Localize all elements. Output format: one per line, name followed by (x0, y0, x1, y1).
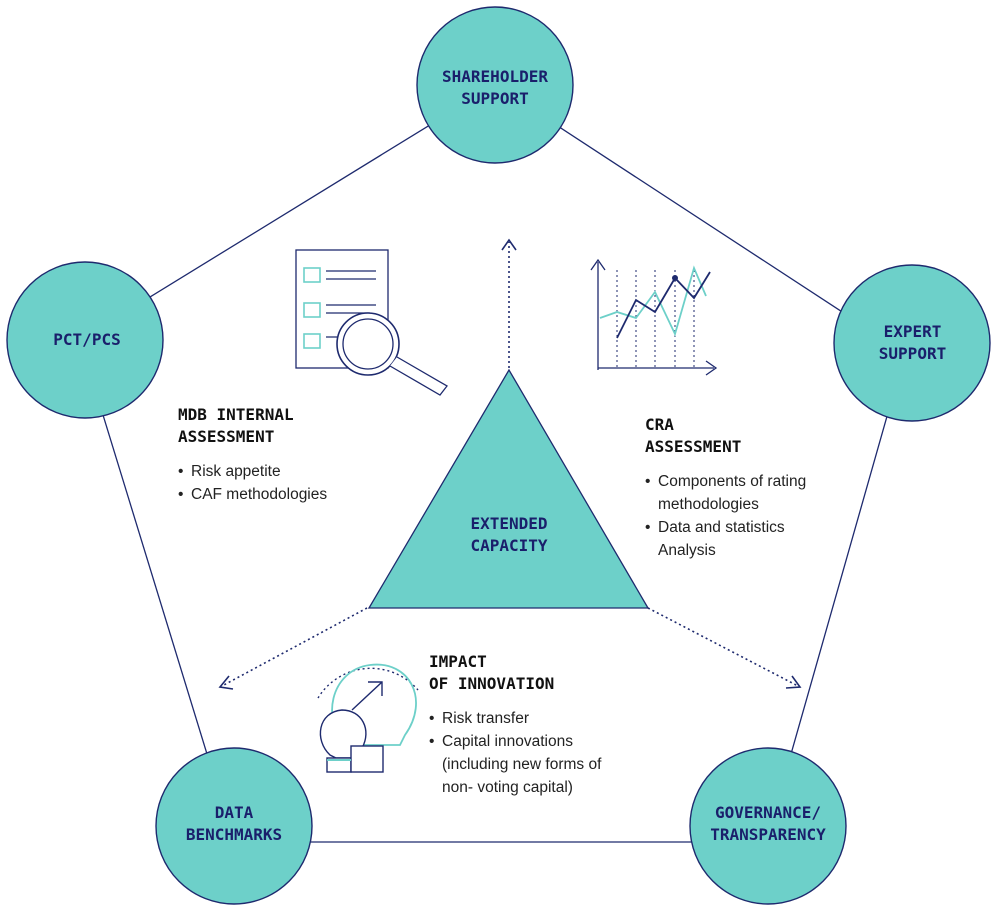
block-title-line: MDB INTERNAL (178, 405, 294, 424)
block-title-line: OF INNOVATION (429, 674, 555, 693)
block-title-line: ASSESSMENT (645, 437, 742, 456)
bullet-list: Components of rating methodologies Data … (645, 470, 845, 562)
node-governance-transparency: GOVERNANCE/ TRANSPARENCY (688, 802, 848, 846)
node-circle-pct (6, 261, 164, 419)
node-data-benchmarks: DATA BENCHMARKS (154, 802, 314, 846)
node-label-line: TRANSPARENCY (710, 825, 826, 844)
block-title-line: CRA (645, 415, 674, 434)
checkbox-1 (303, 267, 321, 283)
chart-series-teal (599, 265, 707, 337)
bullet-list: Risk appetite CAF methodologies (178, 460, 378, 506)
magnifier-inner (342, 318, 394, 370)
node-circle-expert (833, 264, 991, 422)
center-label-line: EXTENDED (470, 514, 548, 533)
node-label-line: SUPPORT (461, 89, 529, 108)
center-extended-capacity: EXTENDED CAPACITY (429, 513, 589, 557)
bulb-dotted-arc (317, 667, 419, 699)
center-triangle (367, 368, 650, 609)
checkbox-3 (303, 333, 321, 349)
node-expert-support: EXPERT SUPPORT (840, 321, 985, 365)
arrow-right-head (785, 675, 802, 689)
node-label-line: SUPPORT (878, 344, 947, 363)
chart-y-arrow (590, 258, 606, 271)
node-label-line: PCT/PCS (53, 330, 121, 349)
dotted-arrows (218, 238, 802, 690)
center-label-line: CAPACITY (470, 536, 548, 555)
edge-top-right (494, 84, 906, 354)
block-title: CRA ASSESSMENT (645, 414, 850, 458)
node-circle-data (155, 747, 313, 905)
node-pct-pcs: PCT/PCS (12, 329, 162, 351)
bullet-list: Risk transfer Capital innovations (inclu… (429, 707, 634, 799)
block-cra-assessment: CRA ASSESSMENT Components of rating meth… (645, 414, 850, 562)
node-label-line: SHAREHOLDER (442, 67, 548, 86)
line-chart-icon (590, 258, 718, 376)
node-circle-governance (689, 747, 847, 905)
checkbox-2 (303, 302, 321, 318)
block-mdb-internal-assessment: MDB INTERNAL ASSESSMENT Risk appetite CA… (178, 404, 378, 506)
chart-gridlines (616, 270, 695, 368)
node-label-line: DATA (214, 803, 254, 822)
bulb-arrow-head (368, 681, 383, 696)
magnifier-lens (336, 312, 400, 376)
arrow-left-head (218, 675, 234, 690)
bulb-base-right (350, 745, 384, 773)
bullet-item: CAF methodologies (178, 483, 378, 506)
block-title: MDB INTERNAL ASSESSMENT (178, 404, 378, 448)
node-label-line: EXPERT (883, 322, 942, 341)
node-label-line: GOVERNANCE/ (715, 803, 821, 822)
magnifier-handle (389, 356, 448, 396)
bullet-item: Data and statistics Analysis (645, 516, 845, 562)
node-shareholder-support: SHAREHOLDER SUPPORT (415, 66, 575, 110)
node-circle-shareholder (416, 6, 574, 164)
checklist-magnifier-icon (295, 249, 448, 396)
arrow-right-line (647, 607, 799, 687)
chart-x-arrow (705, 360, 718, 376)
node-label-line: BENCHMARKS (185, 825, 283, 844)
chart-point (672, 275, 678, 281)
bullet-item: Risk appetite (178, 460, 378, 483)
bullet-item: Capital innovations (including new forms… (429, 730, 634, 799)
bullet-item: Risk transfer (429, 707, 634, 730)
block-impact-of-innovation: IMPACT OF INNOVATION Risk transfer Capit… (429, 651, 639, 799)
block-title-line: ASSESSMENT (178, 427, 275, 446)
arrow-up-head (501, 238, 517, 251)
lightbulb-icon (317, 663, 419, 773)
block-title-line: IMPACT (429, 652, 487, 671)
bulb-arrow-shaft (351, 681, 383, 711)
bullet-item: Components of rating methodologies (645, 470, 845, 516)
chart-series-navy (616, 271, 711, 339)
block-title: IMPACT OF INNOVATION (429, 651, 639, 695)
